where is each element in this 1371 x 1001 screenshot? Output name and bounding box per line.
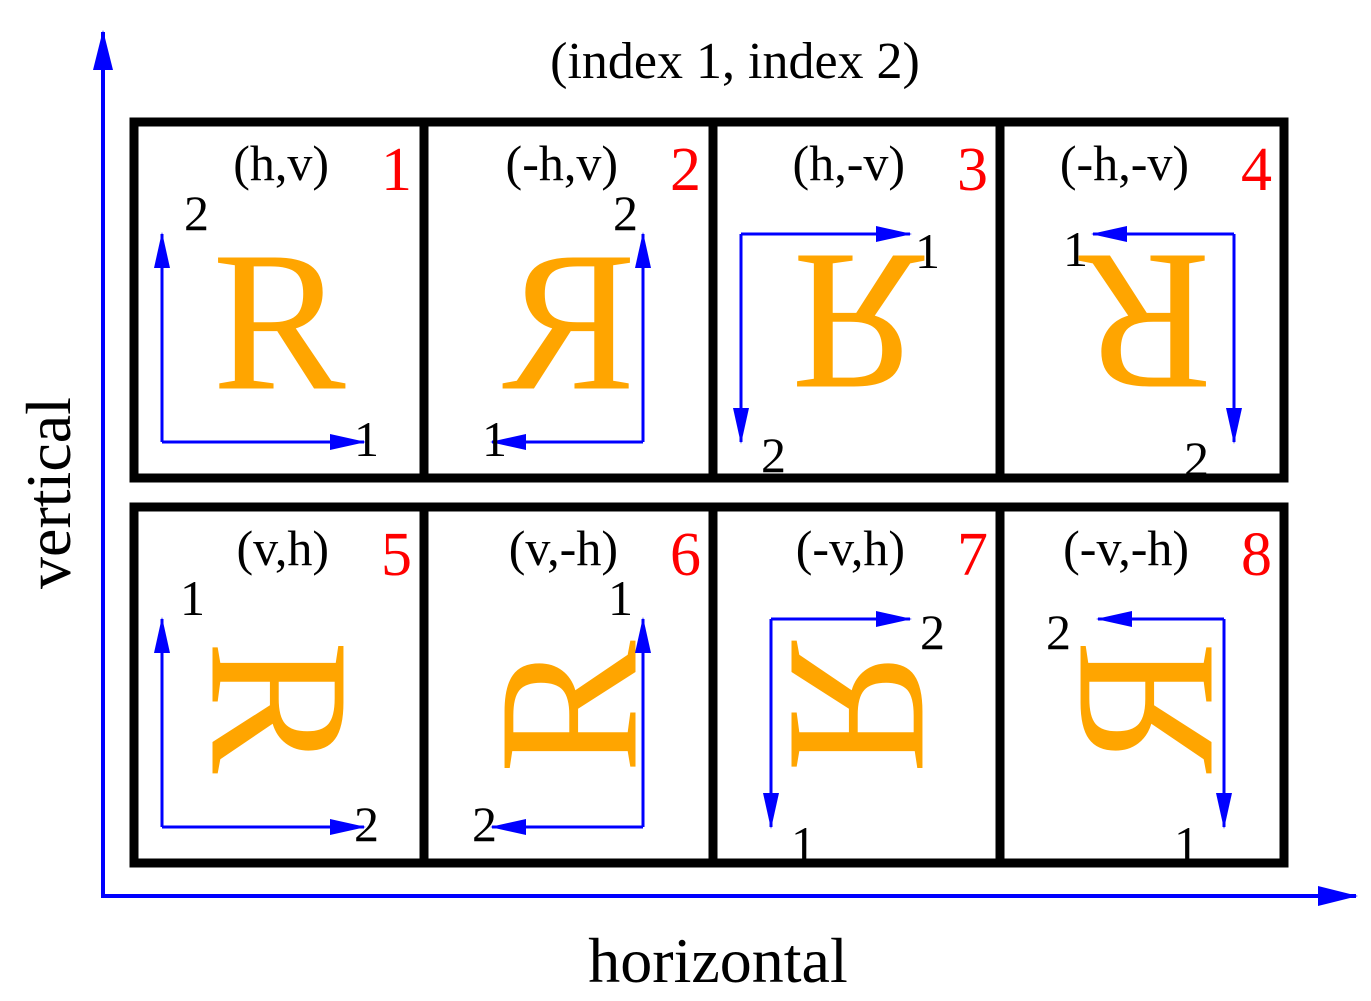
panel-label: (-v,-h) <box>1063 520 1189 576</box>
vertical-axis-label: vertical <box>13 397 84 589</box>
glyph-text: R <box>1035 640 1256 774</box>
index-2-label: 2 <box>761 427 786 483</box>
panel-number: 2 <box>670 136 701 204</box>
index-1-label: 1 <box>791 816 816 872</box>
panel-border <box>419 117 718 483</box>
index-1-label: 1 <box>482 411 507 467</box>
panel-border <box>419 502 718 868</box>
index-1-label: 1 <box>354 411 379 467</box>
glyph-text: R <box>459 640 680 774</box>
panel-3: R (h,-v) 31 2 <box>708 117 1005 483</box>
letter-r-glyph: R <box>748 640 969 774</box>
panel-label: (v,-h) <box>509 520 618 576</box>
letter-r-glyph: R <box>169 640 390 774</box>
letter-r-glyph: R <box>1035 640 1256 774</box>
panel-number: 4 <box>1241 136 1272 204</box>
index-2-label: 2 <box>920 604 945 660</box>
glyph-text: R <box>791 212 925 433</box>
index-2-label: 2 <box>1046 604 1071 660</box>
panel-label: (-h,v) <box>506 135 618 191</box>
panel-6: R (v,-h) 61 2 <box>419 502 718 868</box>
index-1-label: 1 <box>1174 816 1199 872</box>
index-2-label: 2 <box>1184 431 1209 487</box>
panel-label: (h,v) <box>233 135 329 191</box>
index-2-label: 2 <box>184 185 209 241</box>
panel-1: R (h,v) 1 1 2 <box>129 117 429 483</box>
horizontal-axis-label: horizontal <box>588 925 847 996</box>
panel-7: R (-v,h) 7 1 2 <box>708 502 1005 872</box>
panel-8: R (-v,-h) 8 1 2 <box>995 502 1289 872</box>
index-1-label: 1 <box>608 570 633 626</box>
panel-label: (-v,h) <box>796 520 905 576</box>
panel-number: 6 <box>670 521 701 589</box>
panel-number: 3 <box>957 136 988 204</box>
panel-label: (h,-v) <box>793 135 905 191</box>
panel-number: 8 <box>1241 521 1272 589</box>
panel-border <box>995 502 1289 868</box>
index-1-label: 1 <box>180 570 205 626</box>
index-2-label: 2 <box>354 796 379 852</box>
index-1-label: 1 <box>915 223 940 279</box>
main-axes <box>93 30 1358 906</box>
panel-4: R (-h,-v) 4 1 2 <box>995 117 1289 487</box>
panel-number: 7 <box>957 521 988 589</box>
panel-border <box>129 502 429 868</box>
letter-r-glyph: R <box>212 212 346 433</box>
glyph-text: R <box>169 640 390 774</box>
letter-r-glyph: R <box>502 212 636 433</box>
panel-label: (v,h) <box>236 520 329 576</box>
letter-r-glyph: R <box>791 212 925 433</box>
panel-5: R (v,h) 5 1 2 <box>129 502 429 868</box>
glyph-text: R <box>1078 212 1212 433</box>
index-1-label: 1 <box>1063 221 1088 277</box>
letter-r-glyph: R <box>1078 212 1212 433</box>
index-2-label: 2 <box>472 796 497 852</box>
panel-number: 1 <box>381 136 412 204</box>
panel-label: (-h,-v) <box>1060 135 1189 191</box>
glyph-text: R <box>502 212 636 433</box>
panel-number: 5 <box>381 521 412 589</box>
panel-border <box>708 502 1005 868</box>
glyph-text: R <box>212 212 346 433</box>
index-2-label: 2 <box>613 185 638 241</box>
panel-2: R(-h,v)212 <box>419 117 718 483</box>
diagram-title: (index 1, index 2) <box>550 33 920 90</box>
glyph-text: R <box>748 640 969 774</box>
letter-r-glyph: R <box>459 640 680 774</box>
